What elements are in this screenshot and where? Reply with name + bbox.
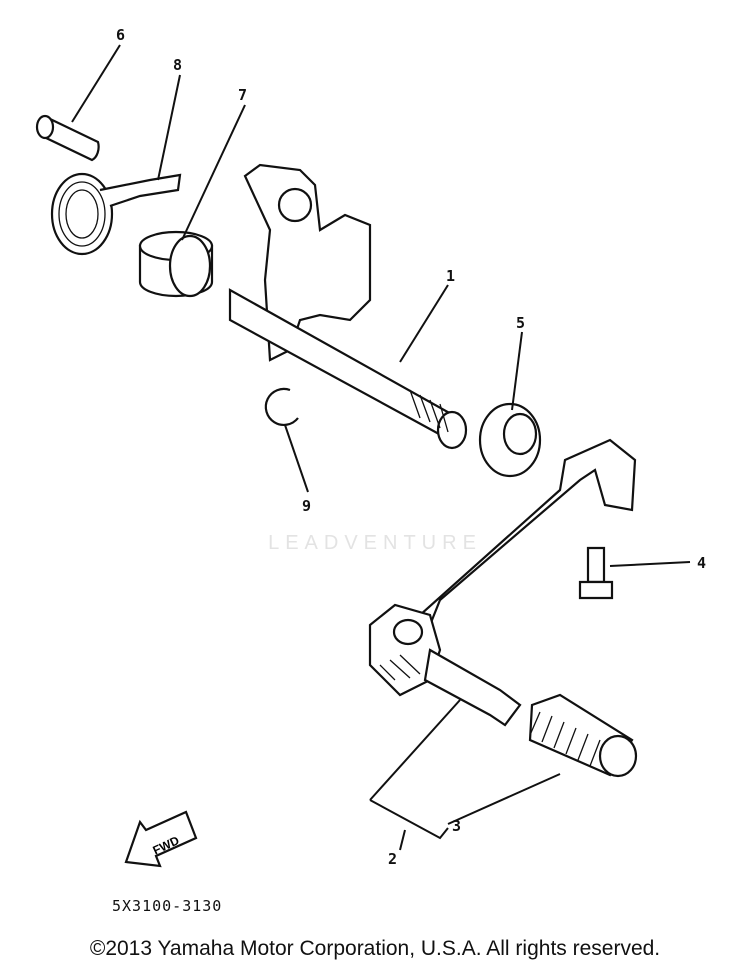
pin-part[interactable] <box>35 114 100 162</box>
spring-part[interactable] <box>50 172 182 256</box>
callout-3[interactable]: 3 <box>452 817 461 835</box>
callout-5[interactable]: 5 <box>516 314 525 332</box>
bolt-part[interactable] <box>578 546 614 600</box>
diagram-code: 5X3100-3130 <box>112 897 223 915</box>
callout-2[interactable]: 2 <box>388 850 397 868</box>
collar-part[interactable] <box>138 230 214 298</box>
fwd-arrow-icon: FWD <box>124 810 198 868</box>
watermark: LEADVENTURE <box>268 532 482 554</box>
circlip-part[interactable] <box>264 387 299 426</box>
callout-8[interactable]: 8 <box>173 56 182 74</box>
shift-shaft-part[interactable] <box>228 163 468 450</box>
callout-6[interactable]: 6 <box>116 26 125 44</box>
callout-1[interactable]: 1 <box>446 267 455 285</box>
callout-4[interactable]: 4 <box>697 554 706 572</box>
callout-9[interactable]: 9 <box>302 497 311 515</box>
copyright-text: ©2013 Yamaha Motor Corporation, U.S.A. A… <box>89 937 661 960</box>
shift-pedal-part[interactable] <box>368 438 637 727</box>
pedal-rubber-part[interactable] <box>528 693 638 778</box>
oil-seal-part[interactable] <box>478 402 542 478</box>
callout-7[interactable]: 7 <box>238 86 247 104</box>
